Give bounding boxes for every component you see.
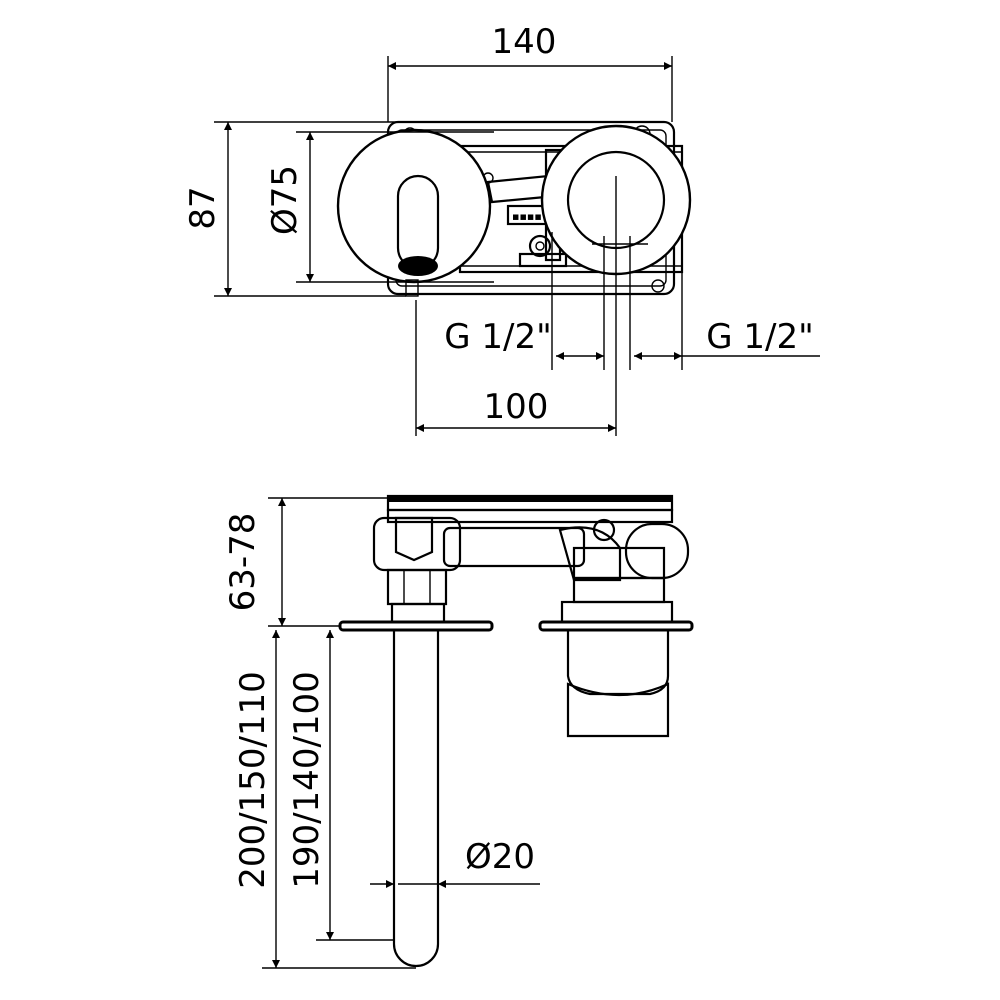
dim-100-label: 100 — [484, 387, 549, 427]
mount-hole-br — [651, 279, 665, 293]
aerator — [398, 256, 438, 276]
front-view: ▪▪▪▪ 140 87 — [183, 22, 820, 436]
dim-d20-label: Ø20 — [465, 837, 535, 877]
elbow — [558, 526, 622, 582]
dim-spout-a-label: 200/150/110 — [233, 671, 273, 889]
right-rosette-profile — [538, 620, 694, 632]
cover-plate-edge — [388, 496, 672, 502]
thread — [390, 602, 446, 624]
dim-d75-label: Ø75 — [265, 165, 305, 235]
handle-body — [624, 522, 690, 580]
spout-nut — [394, 516, 434, 562]
handle-flange — [572, 576, 666, 604]
dim-g12-right-label: G 1/2" — [706, 317, 814, 357]
left-rosette-profile — [338, 620, 494, 632]
screw — [528, 234, 552, 258]
handle-knob-side — [566, 628, 670, 696]
spout-pipe — [392, 630, 440, 968]
spout-stub — [405, 279, 419, 297]
clip — [518, 252, 568, 268]
handle-lever-side — [566, 682, 670, 738]
dim-87-label: 87 — [183, 186, 223, 229]
fitting — [592, 518, 616, 542]
dim-g12-left-label: G 1/2" — [444, 317, 552, 357]
connecting-tube — [442, 526, 586, 568]
dim-140-label: 140 — [492, 22, 557, 62]
brand-mark: ▪▪▪▪ — [512, 210, 542, 223]
dim-spout-b-label: 190/140/100 — [287, 671, 327, 889]
hex-nut — [386, 568, 448, 606]
dim-63-78-label: 63-78 — [223, 513, 263, 612]
spout-body — [372, 516, 462, 572]
side-view: 63-78 200/150/110 190/140/100 Ø20 — [223, 494, 694, 969]
cover-plate-lower — [386, 508, 674, 524]
handle-rim — [560, 600, 674, 624]
